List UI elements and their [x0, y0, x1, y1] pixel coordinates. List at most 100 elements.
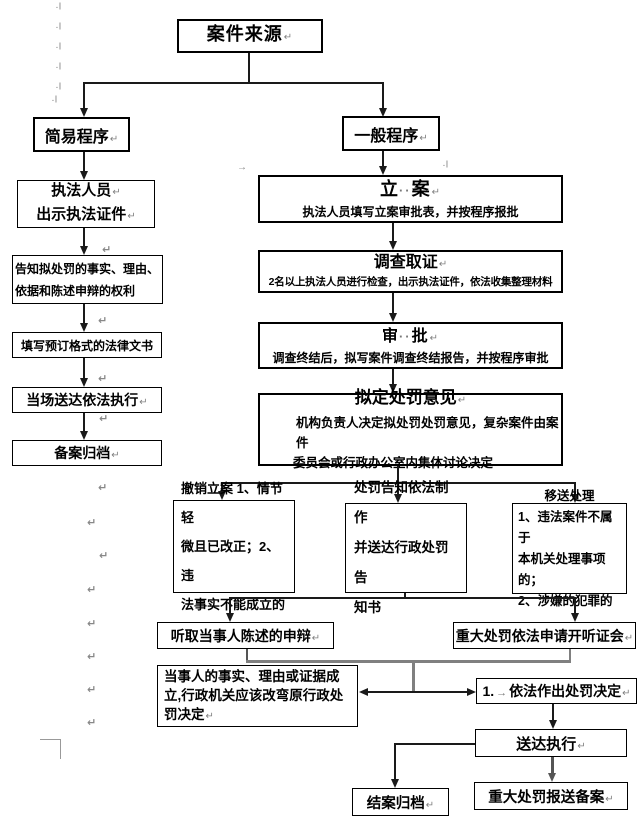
node-label: 结案归档↵: [366, 795, 435, 812]
node-investigation[interactable]: 调查取证↵ 2名以上执法人员进行检查，出示执法证件，依法收集整理材料: [258, 250, 563, 293]
node-subtitle: 调查终结后，拟写案件调查终结报告，并按程序审批: [272, 350, 549, 365]
node-label: 一般程序↵: [354, 127, 428, 145]
node-law-officers[interactable]: 执法人员↵ 出示执法证件↵: [17, 180, 155, 228]
node-hear-statement[interactable]: 听取当事人陈述的申辩↵: [157, 622, 334, 649]
node-major-hearing[interactable]: 重大处罚依法申请开听证会↵: [453, 622, 636, 649]
connector-line: [392, 223, 394, 241]
connector-line: [83, 82, 384, 84]
node-line: 知书: [354, 600, 381, 615]
node-line: 处罚告知依法制作: [354, 480, 449, 525]
arrowhead: [390, 779, 399, 788]
node-line: 微且已改正；2、违: [181, 539, 280, 583]
node-line: 机构负责人决定拟处罚处罚意见，复杂案件由案件: [296, 416, 559, 450]
arrowhead: [388, 241, 397, 250]
node-line: 法事实不能成立的: [181, 597, 286, 612]
connector-line: [248, 53, 250, 83]
node-make-decision[interactable]: 1.→依法作出处罚决定↵: [476, 678, 637, 704]
formatting-mark: ↵: [98, 482, 108, 494]
node-filing-record[interactable]: 备案归档↵: [12, 440, 162, 466]
arrowhead: [548, 773, 556, 782]
arrowhead: [570, 494, 579, 503]
arrowhead: [467, 687, 476, 696]
node-withdraw-case[interactable]: 撤销立案 1、情节轻 微且已改正；2、违 法事实不能成立的: [173, 481, 295, 612]
formatting-mark: ↵: [98, 373, 108, 385]
node-general-procedure[interactable]: 一般程序↵: [342, 116, 440, 151]
node-line: 立,行政机关应该改弯原行政处: [164, 687, 344, 703]
node-onsite-delivery[interactable]: 当场送达依法执行↵: [12, 387, 162, 413]
node-line: 出示执法证件↵: [36, 206, 136, 223]
arrowhead: [378, 166, 387, 175]
connector-line: [83, 82, 85, 108]
arrowhead: [79, 108, 88, 117]
frame-corner-mark: [40, 739, 61, 740]
connector-line: [246, 660, 571, 663]
node-line: 本机关处理事项的；: [518, 551, 606, 587]
node-case-source[interactable]: 案件来源↵: [177, 19, 323, 53]
return-mark: ↵: [624, 632, 634, 644]
node-line: 罚决定↵: [164, 706, 214, 722]
connector-line: [392, 293, 394, 313]
arrowhead: [79, 246, 88, 255]
node-close-case[interactable]: 结案归档↵: [352, 788, 449, 816]
node-change-decision[interactable]: 当事人的事实、理由或证据成 立,行政机关应该改弯原行政处 罚决定↵: [157, 665, 358, 727]
formatting-mark: ↵: [87, 684, 97, 696]
node-simple-procedure[interactable]: 简易程序↵: [33, 117, 130, 152]
connector-line: [397, 466, 399, 483]
node-major-report[interactable]: 重大处罚报送备案↵: [474, 782, 628, 810]
connector-line: [569, 649, 571, 662]
connector-line: [229, 597, 576, 599]
connector-line: [83, 358, 85, 378]
return-mark: ↵: [605, 793, 614, 805]
return-mark: ↵: [429, 332, 440, 344]
connector-line: [412, 662, 415, 692]
node-line: 1、违法案件不属于: [518, 509, 613, 545]
node-label: 重大处罚报送备案↵: [488, 789, 614, 806]
node-title: 立··案↵: [379, 179, 442, 199]
node-penalty-notice[interactable]: 处罚告知依法制作 并送达行政处罚告 知书: [345, 480, 467, 615]
node-line: 告知拟处罚的事实、理由、: [15, 261, 160, 276]
node-case-filing[interactable]: 立··案↵ 执法人员填写立案审批表，并按程序报批: [258, 175, 563, 223]
node-label: 重大处罚依法申请开听证会↵: [455, 627, 634, 644]
connector-line: [395, 743, 475, 745]
arrowhead: [79, 171, 88, 180]
tab-mark: →: [496, 687, 508, 699]
connector-line: [382, 82, 384, 108]
arrowhead: [388, 313, 397, 322]
arrowhead: [79, 323, 88, 332]
return-mark: ↵: [311, 632, 321, 644]
node-approval[interactable]: 审··批↵ 调查终结后，拟写案件调查终结报告，并按程序审批: [258, 322, 563, 369]
node-line: 委员会或行政办公室内集体讨论决定: [293, 456, 494, 470]
hidden-space-dots: ··: [398, 183, 412, 198]
node-inform-rights[interactable]: 告知拟处罚的事实、理由、 依据和陈述申辩的权利: [12, 255, 163, 304]
formatting-mark: ↵: [87, 717, 97, 729]
formatting-mark: .|: [56, 63, 62, 70]
node-label: 送达执行↵: [516, 735, 586, 753]
node-fill-legal-docs[interactable]: 填写预订格式的法律文书: [12, 332, 162, 358]
node-deliver-execute[interactable]: 送达执行↵: [475, 729, 627, 757]
node-title: 审··批↵: [381, 327, 440, 345]
return-mark: ↵: [419, 132, 428, 144]
arrowhead: [548, 720, 557, 729]
formatting-mark: .|: [56, 3, 62, 10]
node-label: 备案归档↵: [54, 445, 120, 461]
node-title: 调查取证↵: [373, 254, 448, 271]
node-draft-penalty[interactable]: 拟定处罚意见↵ 机构负责人决定拟处罚处罚意见，复杂案件由案件 委员会或行政办公室…: [258, 388, 563, 470]
formatting-mark: ↵: [99, 413, 109, 425]
return-mark: ↵: [127, 211, 136, 222]
node-transfer-case[interactable]: 移送处理 1、违法案件不属于 本机关处理事项的； 2、涉嫌的犯罪的: [512, 489, 627, 608]
formatting-mark: →: [237, 162, 247, 173]
node-subtitle: 执法人员填写立案审批表，并按程序报批: [302, 205, 519, 219]
node-label: 1.→依法作出处罚决定↵: [482, 683, 631, 699]
node-subtitle: 2名以上执法人员进行检查，出示执法证件，依法收集整理材料: [268, 276, 553, 288]
return-mark: ↵: [112, 187, 121, 198]
return-mark: ↵: [205, 710, 214, 722]
return-mark: ↵: [109, 133, 119, 145]
formatting-mark: ↵: [87, 651, 97, 663]
connector-line: [394, 743, 396, 779]
formatting-mark: ↵: [98, 315, 108, 327]
return-mark: ↵: [438, 259, 448, 270]
formatting-mark: .|: [52, 96, 58, 103]
connector-line: [83, 413, 85, 431]
node-line: 移送处理: [544, 488, 595, 503]
formatting-mark: ↵: [102, 244, 112, 256]
